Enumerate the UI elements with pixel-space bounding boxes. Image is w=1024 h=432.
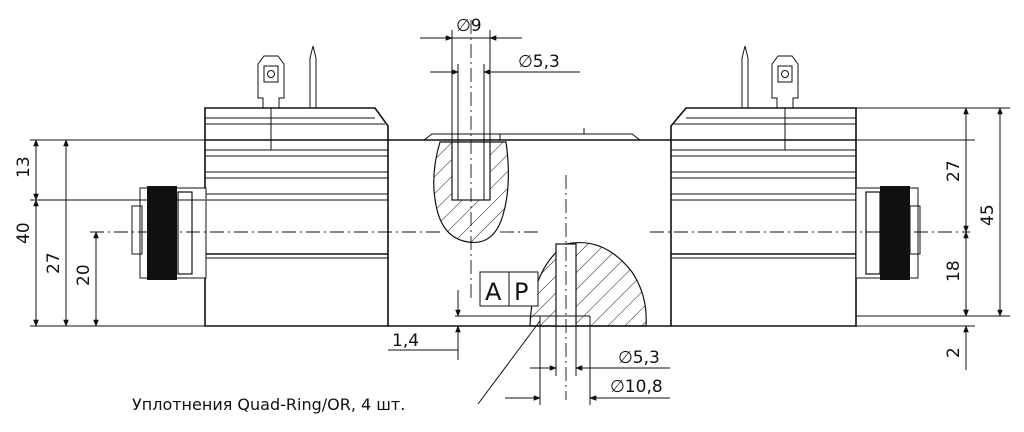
left-coil	[131, 45, 389, 327]
dim-d5-3-bottom: ∅5,3	[618, 348, 660, 368]
port-label-a: A	[485, 278, 502, 306]
right-connector-terminal	[741, 45, 799, 150]
dim-20: 20	[74, 264, 94, 286]
dim-40: 40	[14, 222, 34, 244]
dim-d9: ∅9	[456, 16, 482, 36]
right-coil-nut	[855, 186, 921, 280]
left-coil-nut	[131, 186, 207, 280]
right-coil	[670, 45, 921, 327]
dim-27-right: 27	[944, 160, 964, 182]
dim-d10-8: ∅10,8	[610, 377, 663, 397]
dim-27-left: 27	[44, 252, 64, 274]
dimension-lines	[33, 35, 1003, 405]
dim-18: 18	[944, 260, 964, 282]
valve-body-section: A P	[388, 128, 671, 327]
dim-2: 2	[944, 347, 964, 358]
port-label-p: P	[514, 278, 528, 306]
extension-lines	[30, 30, 1010, 405]
centerlines	[90, 20, 970, 400]
left-connector-terminal	[257, 45, 317, 150]
seals-note: Уплотнения Quad-Ring/OR, 4 шт.	[132, 395, 405, 414]
dim-d5-3-top: ∅5,3	[518, 52, 560, 72]
dim-13: 13	[14, 156, 34, 178]
dim-45: 45	[978, 204, 998, 226]
dim-1-4: 1,4	[392, 331, 419, 351]
dimension-labels: ∅9 ∅5,3 ∅5,3 ∅10,8 1,4 13 40 27 20 27 45…	[14, 16, 998, 397]
